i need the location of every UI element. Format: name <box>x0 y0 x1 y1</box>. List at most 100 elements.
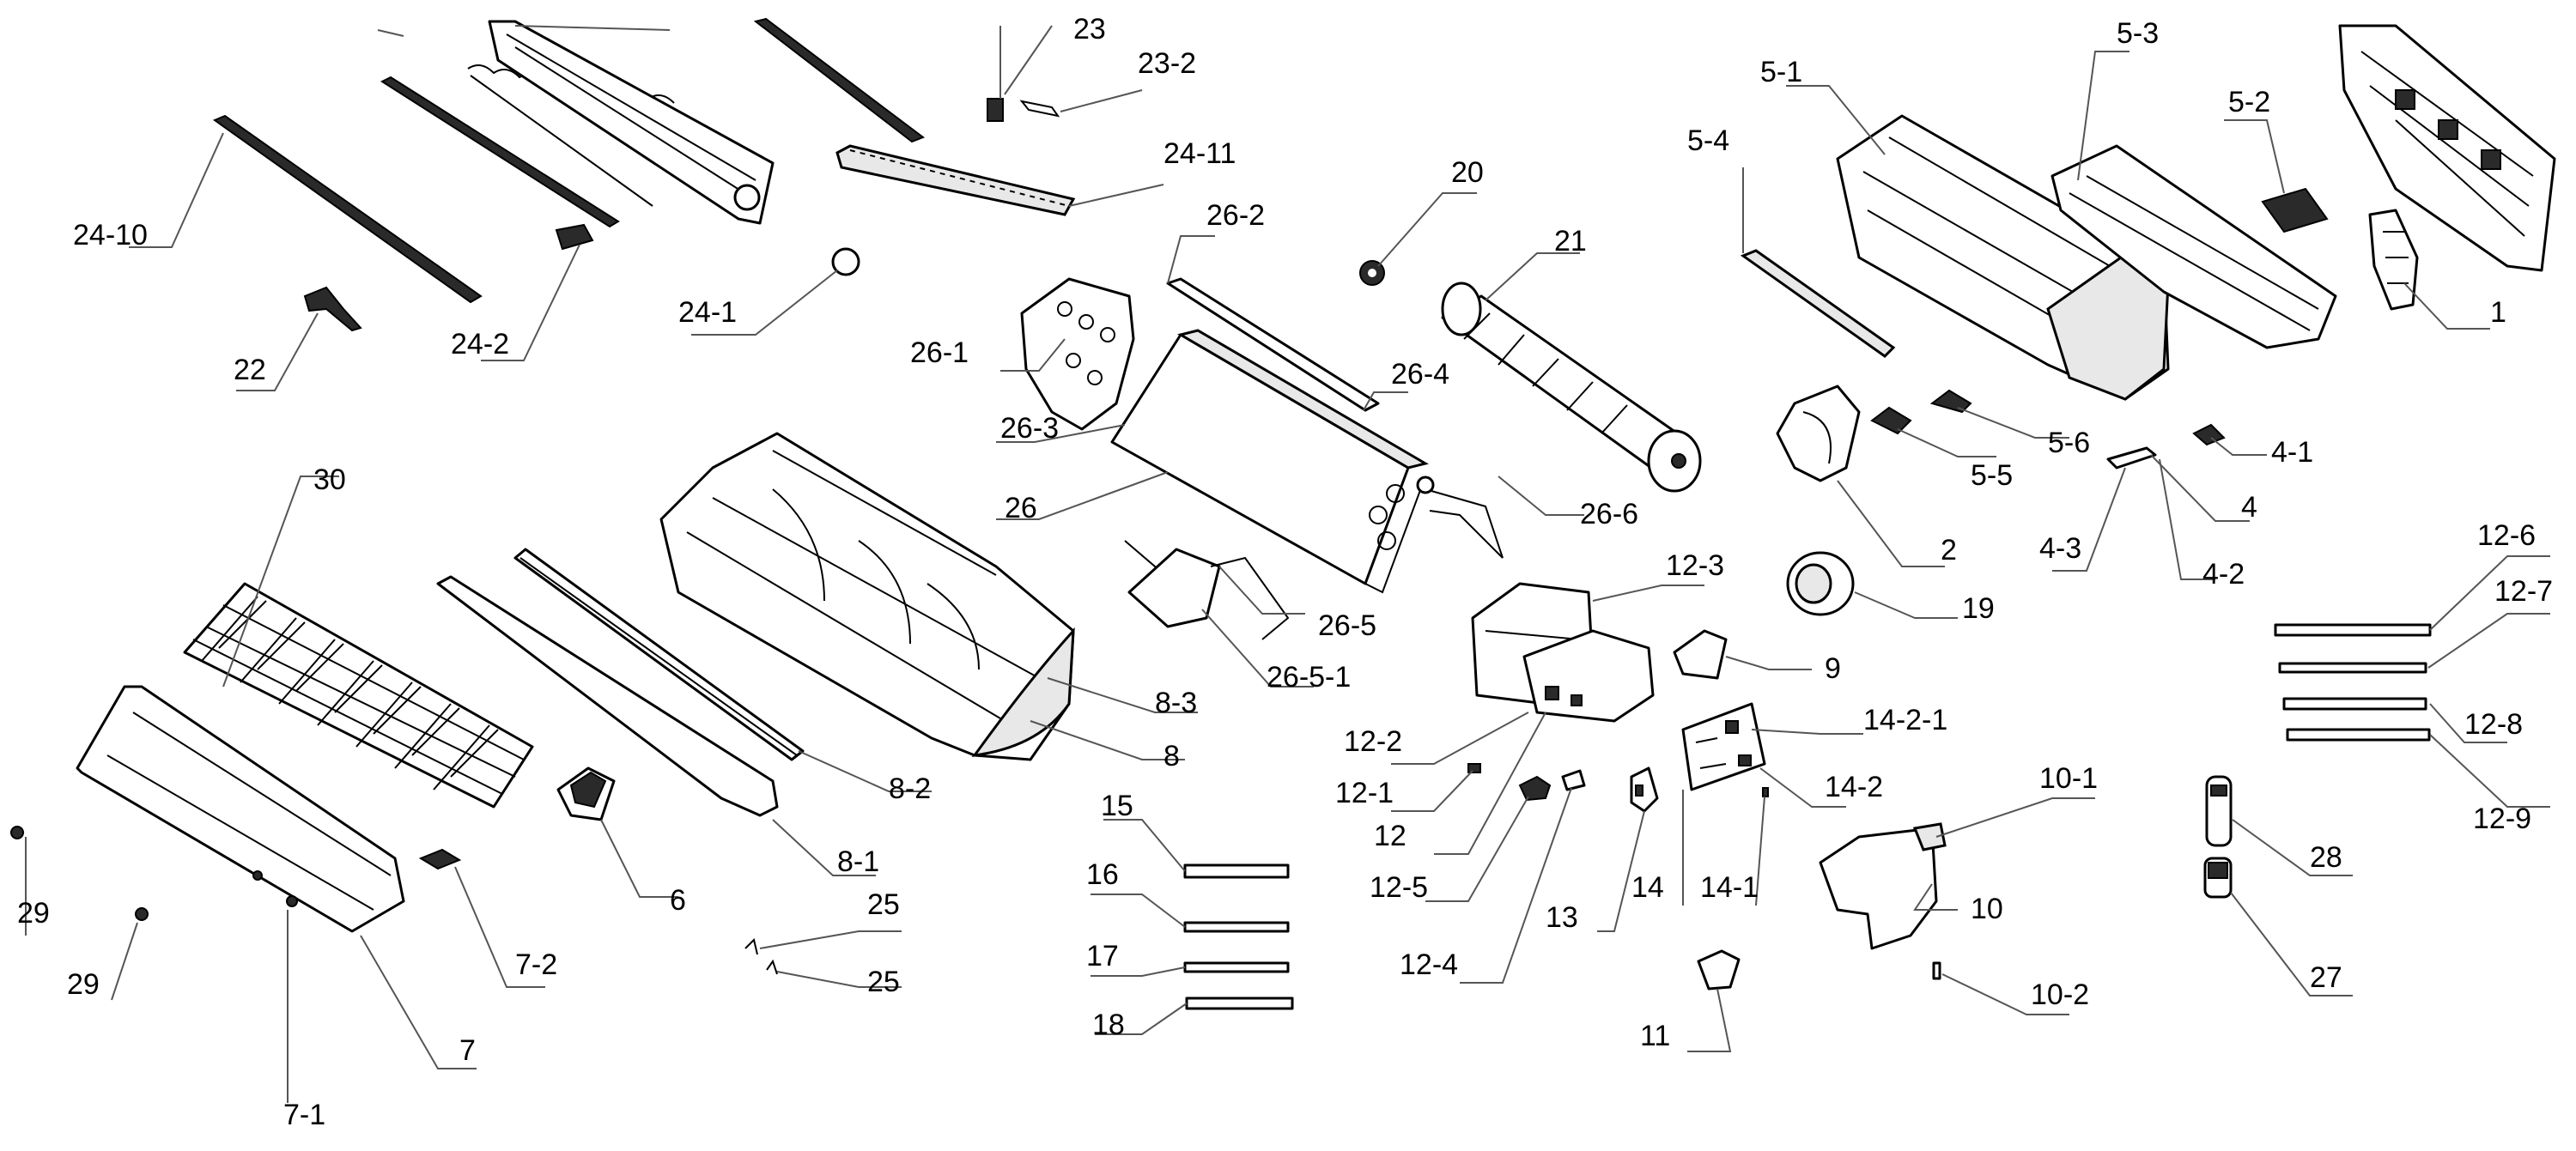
callout-5-2: 5-2 <box>2228 86 2270 118</box>
part-15-strip <box>1183 863 1290 879</box>
part-26-6-pipe <box>1416 476 1504 559</box>
part-17-strip <box>1183 961 1290 973</box>
part-24-10-rod <box>212 114 483 304</box>
callout-26-2: 26-2 <box>1206 199 1265 232</box>
callout-14-2: 14-2 <box>1825 771 1883 803</box>
callout-4-1: 4-1 <box>2271 436 2313 469</box>
part-12-7-strip <box>2278 662 2427 674</box>
part-26-5-pipes <box>1124 540 1290 640</box>
callout-5-4: 5-4 <box>1687 124 1729 157</box>
callout-18: 18 <box>1092 1009 1125 1041</box>
callout-28: 28 <box>2310 841 2342 874</box>
callout-12-4: 12-4 <box>1400 948 1458 981</box>
callout-5-5: 5-5 <box>1971 459 2013 492</box>
part-12-8-strip <box>2282 697 2427 711</box>
callout-8-1: 8-1 <box>837 845 879 878</box>
part-29-screw-a <box>10 826 24 839</box>
part-24-6-rod <box>380 76 620 228</box>
callout-labels: 24-10 24-1 24-2 22 23 23-2 24-11 26-2 26… <box>17 13 2553 1131</box>
part-5-6-clip <box>1929 389 1972 414</box>
callout-12-9: 12-9 <box>2473 803 2531 835</box>
callout-26-1: 26-1 <box>910 336 969 369</box>
part-1-bracket <box>2368 209 2419 311</box>
part-18-strip <box>1185 997 1294 1010</box>
callout-5-1: 5-1 <box>1760 56 1802 88</box>
part-26-1-endplate <box>1020 277 1135 431</box>
callout-26-6: 26-6 <box>1580 498 1638 530</box>
callout-16: 16 <box>1086 858 1119 891</box>
part-12-6-strip <box>2274 623 2432 637</box>
part-14-1-fuse <box>1762 787 1769 797</box>
callout-27: 27 <box>2310 961 2342 994</box>
leader-lines <box>25 25 2550 1103</box>
callout-22: 22 <box>234 354 266 386</box>
part-29-screw-b <box>135 907 149 921</box>
callout-6: 6 <box>670 884 686 917</box>
part-12-1-clip <box>1467 763 1481 773</box>
part-14-pcb <box>1681 702 1766 791</box>
callout-26-5-1: 26-5-1 <box>1267 661 1351 694</box>
callout-7: 7 <box>459 1034 476 1067</box>
callout-26-3: 26-3 <box>1000 412 1059 445</box>
part-10-cover <box>1819 822 1947 950</box>
callout-8-2: 8-2 <box>889 772 931 805</box>
callout-10-2: 10-2 <box>2031 978 2089 1011</box>
callout-24-10: 24-10 <box>73 219 148 251</box>
part-4-sensor <box>2106 446 2157 469</box>
callout-4-2: 4-2 <box>2202 558 2245 591</box>
callout-29a: 29 <box>17 897 50 930</box>
part-21-crossflow-fan <box>1441 282 1702 493</box>
part-8-front-panel <box>659 432 1075 761</box>
callout-30: 30 <box>313 463 346 496</box>
part-9-cover <box>1673 629 1728 680</box>
part-30-filter <box>183 582 534 809</box>
callout-23: 23 <box>1073 13 1106 45</box>
callout-12: 12 <box>1374 820 1406 852</box>
callout-26: 26 <box>1005 492 1037 524</box>
part-12-4-relay <box>1561 769 1586 791</box>
part-27-remote-holder <box>2203 857 2233 899</box>
callout-8: 8 <box>1163 740 1180 772</box>
part-24-11-hose <box>835 144 1076 216</box>
part-4-1-clip <box>2192 423 2226 446</box>
part-25-screw-a <box>744 938 758 955</box>
callout-2: 2 <box>1941 534 1957 566</box>
callout-20: 20 <box>1451 156 1484 189</box>
callout-10-1: 10-1 <box>2039 762 2098 795</box>
part-5-2-bracket <box>2261 187 2329 233</box>
part-top-rod <box>753 17 926 143</box>
part-12-5-relay <box>1518 775 1552 802</box>
part-12-9-strip <box>2286 728 2431 742</box>
callout-12-7: 12-7 <box>2494 575 2553 608</box>
part-22-clip <box>303 286 362 332</box>
callout-4: 4 <box>2241 491 2257 524</box>
callout-15: 15 <box>1101 790 1133 822</box>
callout-19: 19 <box>1962 592 1995 625</box>
callout-5-6: 5-6 <box>2048 427 2090 459</box>
part-7-bottom-frame <box>76 685 405 933</box>
part-16-strip <box>1183 921 1290 933</box>
part-5-5-clip <box>1870 406 1912 435</box>
callout-24-11: 24-11 <box>1163 137 1236 170</box>
part-26-2-bar <box>1166 277 1380 412</box>
callout-4-3: 4-3 <box>2039 532 2081 565</box>
callout-10: 10 <box>1971 893 2003 925</box>
callout-14: 14 <box>1631 871 1664 904</box>
part-2-housing <box>1776 385 1861 482</box>
part-26-evaporator <box>1110 329 1429 594</box>
part-5-3-drain-pan <box>2050 144 2337 349</box>
callout-9: 9 <box>1825 652 1841 685</box>
callout-17: 17 <box>1086 940 1119 972</box>
callout-12-1: 12-1 <box>1335 777 1394 809</box>
part-louver-assembly <box>488 20 775 225</box>
callout-12-2: 12-2 <box>1344 725 1402 758</box>
callout-24-2: 24-2 <box>451 328 509 360</box>
callout-24-1: 24-1 <box>678 296 737 329</box>
callout-14-1: 14-1 <box>1700 871 1759 904</box>
part-19-motor <box>1786 551 1855 616</box>
callout-14-2-1: 14-2-1 <box>1863 704 1947 736</box>
part-23-bracket <box>987 98 1060 122</box>
callout-12-8: 12-8 <box>2464 708 2523 741</box>
part-12-control-box <box>1522 629 1655 723</box>
part-20-bearing <box>1359 260 1385 286</box>
